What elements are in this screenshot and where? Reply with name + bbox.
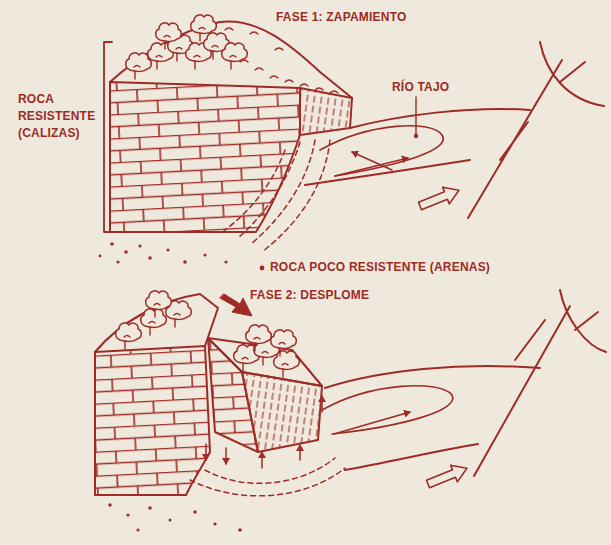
phase-two <box>116 323 142 349</box>
river-eddy <box>320 126 443 176</box>
phase-two <box>95 290 606 532</box>
river-bank <box>474 290 606 476</box>
rock-label: ROCA POCO RESISTENTE (ARENAS) <box>270 259 490 276</box>
force-arrow <box>299 445 301 460</box>
sand-grains <box>193 510 196 513</box>
phase-one <box>156 23 182 49</box>
sand-grains <box>169 519 172 522</box>
cliff-top <box>110 21 352 98</box>
sand-grains <box>116 260 119 263</box>
sand-grains <box>213 522 216 525</box>
sand-grains <box>238 528 242 532</box>
phase-title: FASE 2: DESPLOME <box>250 287 369 304</box>
sand-grains <box>183 260 187 264</box>
sand-grains <box>167 249 170 252</box>
force-arrow <box>205 444 207 460</box>
flow-arrow <box>352 152 392 170</box>
force-arrow <box>261 452 263 468</box>
leader-line <box>415 97 416 134</box>
collapse-arrow <box>220 294 252 316</box>
sand-grains <box>204 254 207 257</box>
river-eddy <box>322 386 453 434</box>
river-surface <box>305 109 530 185</box>
sand-grains <box>99 242 265 270</box>
phase-two <box>271 330 297 356</box>
sand-grains <box>137 529 140 532</box>
sand-grains <box>126 513 129 516</box>
phase-one <box>191 15 217 41</box>
sand-grains <box>99 255 102 258</box>
sand-grains <box>124 250 128 254</box>
phase-two <box>141 309 167 335</box>
sand-grains <box>148 506 152 510</box>
sand-grains <box>108 503 242 532</box>
phase-one <box>99 15 604 270</box>
sand-grains <box>148 256 152 260</box>
leader-dot <box>414 134 418 138</box>
phase-one <box>222 43 248 69</box>
rock-label: ROCA RESISTENTE (CALIZAS) <box>18 91 100 142</box>
sand-grains <box>108 503 112 507</box>
sand-grains <box>110 242 114 246</box>
phase-two <box>274 351 300 377</box>
phase-one <box>417 182 463 214</box>
sand-arcs <box>225 140 330 252</box>
phase-two <box>246 325 272 351</box>
force-arrow <box>225 448 227 464</box>
phase-two <box>146 291 172 317</box>
fallen-block-top <box>208 338 322 386</box>
limestone-face <box>110 82 300 232</box>
river-bank <box>468 42 604 218</box>
sand-grains <box>138 244 141 247</box>
phase-one <box>126 53 152 79</box>
phase-two <box>425 460 471 492</box>
flow-arrow <box>334 412 410 434</box>
phase-title: FASE 1: ZAPAMIENTO <box>276 9 407 26</box>
sand-grains <box>260 266 265 271</box>
sand-arcs <box>190 458 345 496</box>
limestone-face <box>95 346 210 495</box>
river-label: RÍO TAJO <box>392 79 449 96</box>
overhang-block <box>300 88 352 135</box>
sand-grains <box>224 260 227 263</box>
